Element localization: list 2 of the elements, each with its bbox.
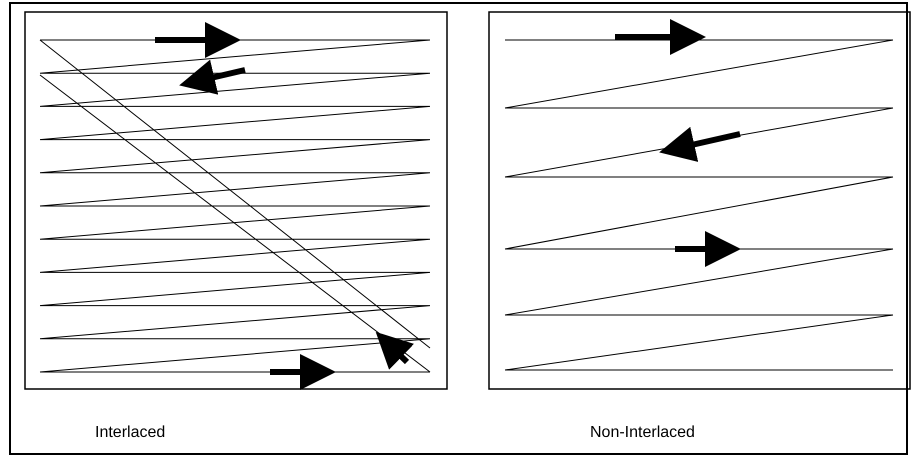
caption-text: Non-Interlaced — [590, 424, 695, 442]
caption-text: Interlaced — [95, 424, 166, 442]
